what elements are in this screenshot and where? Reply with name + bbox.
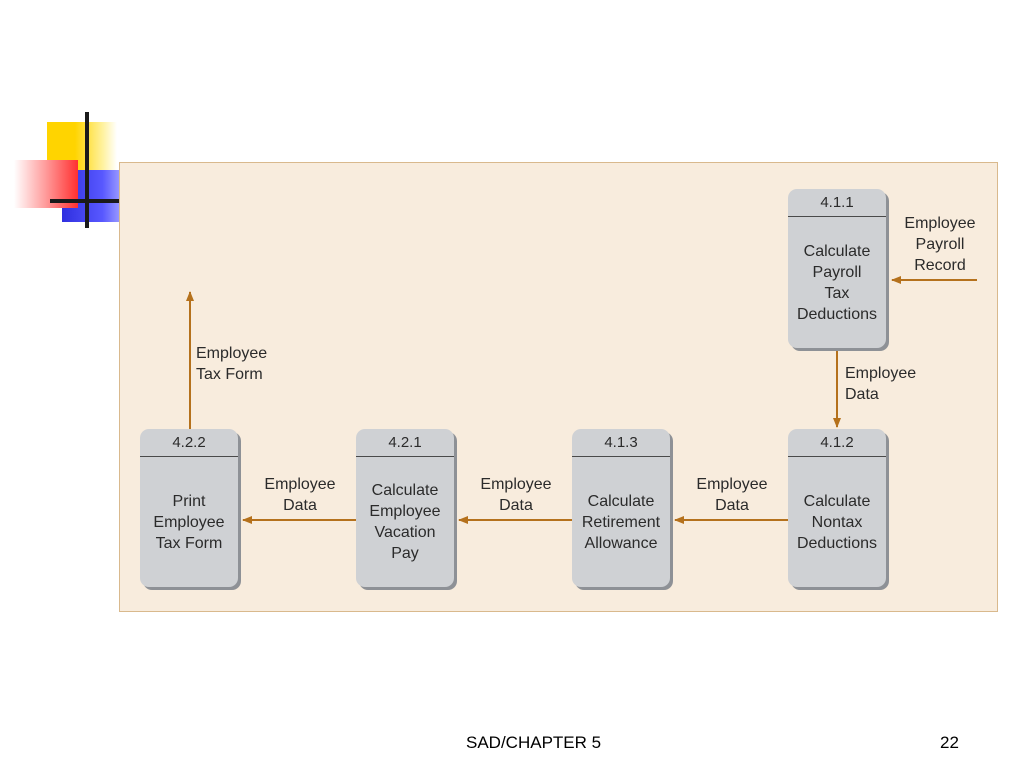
page-number: 22: [940, 733, 959, 752]
flow-arrows: [186, 276, 977, 524]
corner-decoration: [0, 0, 130, 240]
process-name: Calculate Nontax Deductions: [796, 492, 878, 552]
process-4-1-3: 4.1.3 Calculate Retirement Allowance: [572, 429, 670, 587]
process-id: 4.1.3: [572, 429, 670, 457]
flow-label-413-to-421: Employee Data: [480, 476, 552, 514]
horizontal-line: [50, 199, 120, 203]
process-name: Calculate Payroll Tax Deductions: [796, 242, 878, 323]
flow-label-412-to-413: Employee Data: [696, 476, 768, 514]
process-4-1-2: 4.1.2 Calculate Nontax Deductions: [788, 429, 886, 587]
process-id: 4.1.1: [788, 189, 886, 217]
process-id: 4.2.1: [356, 429, 454, 457]
diagram-panel: 4.1.1 Calculate Payroll Tax Deductions 4…: [119, 162, 998, 612]
process-name: Print Employee Tax Form: [153, 492, 225, 552]
flow-label-tax-form: Employee Tax Form: [196, 345, 268, 383]
flow-label-411-to-412: Employee Data: [845, 365, 917, 403]
footer-title: SAD/CHAPTER 5: [466, 733, 602, 752]
flow-label-421-to-422: Employee Data: [264, 476, 336, 514]
process-id: 4.1.2: [788, 429, 886, 457]
process-name: Calculate Employee Vacation Pay: [369, 482, 441, 562]
process-4-2-2: 4.2.2 Print Employee Tax Form: [140, 429, 238, 587]
process-name: Calculate Retirement Allowance: [581, 492, 661, 552]
process-4-1-1: 4.1.1 Calculate Payroll Tax Deductions: [788, 189, 886, 348]
flow-label-payroll-record: Employee Payroll Record: [904, 215, 976, 274]
process-4-2-1: 4.2.1 Calculate Employee Vacation Pay: [356, 429, 454, 587]
process-id: 4.2.2: [140, 429, 238, 457]
vertical-line: [85, 112, 89, 228]
